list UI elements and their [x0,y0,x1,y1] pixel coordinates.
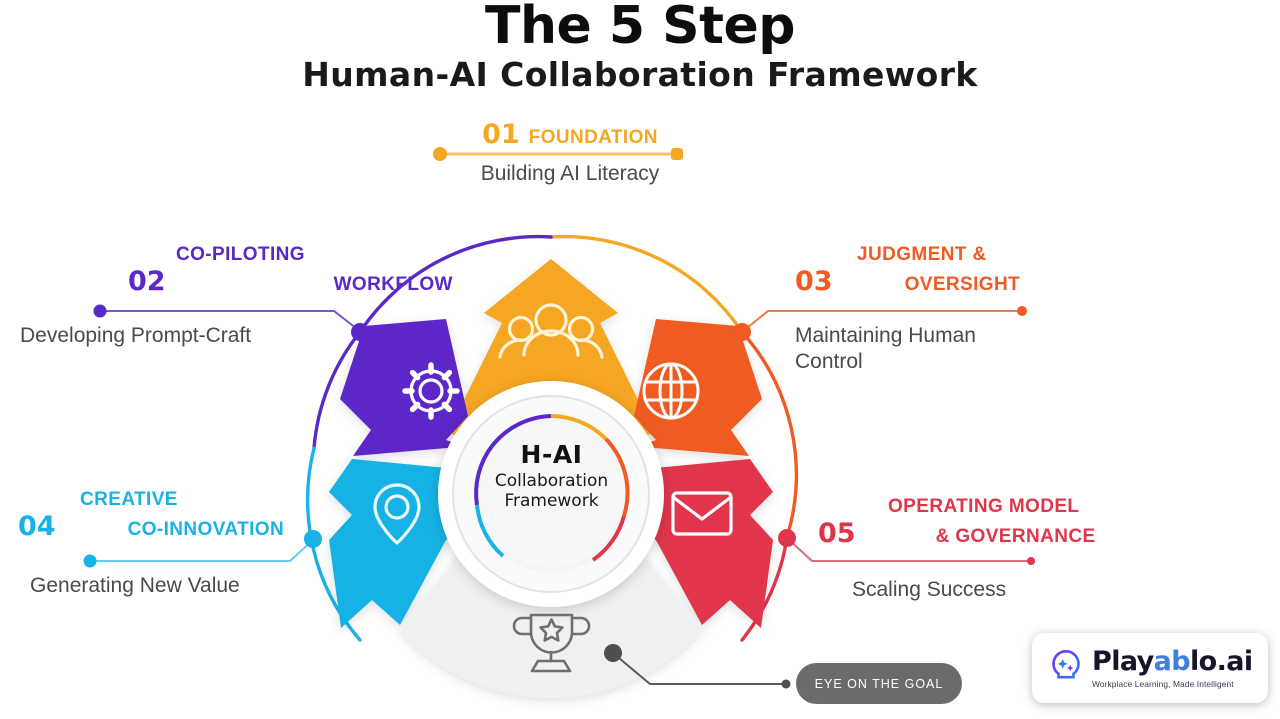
logo-word-part2: lo.ai [1190,645,1253,677]
page-subtitle: Human-AI Collaboration Framework [302,55,978,94]
step-02-description: Developing Prompt-Craft [20,324,252,347]
segment-03-judgment[interactable] [622,319,762,459]
step-04-title-line2: CO-INNOVATION [127,519,285,540]
step-04-creative-co-innovation[interactable]: CREATIVE 04 CO-INNOVATION Generating New… [18,489,348,599]
step-04-title-line1: CREATIVE [80,489,178,510]
step-01-title: FOUNDATION [528,127,658,148]
envelope-icon [671,491,733,536]
goal-badge-label: EYE ON THE GOAL [814,676,944,691]
eye-on-the-goal-badge[interactable]: EYE ON THE GOAL [796,663,962,704]
connector-goal [604,644,791,689]
globe-icon [642,362,700,420]
outer-arc-03 [740,330,799,539]
step-03-description: Maintaining Human Control [795,324,976,374]
step-05-title-line2: & GOVERNANCE [935,526,1096,547]
step-02-number: 02 [128,266,166,297]
location-pin-icon [373,483,421,545]
step-04-description: Generating New Value [30,574,240,597]
step-05-description: Scaling Success [852,578,1007,601]
connector-03 [733,306,1027,341]
step-03-title-line2: OVERSIGHT [904,274,1021,295]
step-01-description: Building AI Literacy [480,162,660,186]
gear-icon [402,362,460,420]
step-05-operating-model-governance[interactable]: OPERATING MODEL 05 & GOVERNANCE Scaling … [818,496,1138,603]
page-title: The 5 Step [485,0,795,56]
outer-arc-05 [740,535,789,642]
logo-word-ab: ab [1153,645,1191,677]
step-03-title-line1: JUDGMENT & [857,244,987,265]
connector-01 [433,147,683,161]
connector-02 [93,304,369,341]
step-01-number: 01 [482,119,520,150]
step-04-number: 04 [18,511,56,542]
connector-04 [83,530,322,568]
trophy-icon [512,613,591,673]
step-03-judgment-oversight[interactable]: JUDGMENT & 03 OVERSIGHT Maintaining Huma… [795,244,1125,376]
connector-05 [778,529,1035,565]
outer-arc-02 [358,234,553,334]
step-05-number: 05 [818,518,856,549]
logo-tagline: Workplace Learning, Made Intelligent [1092,678,1234,689]
step-02-title-line2: WORKFLOW [333,274,453,295]
hub-accent-ring [474,414,630,562]
center-hub [438,381,664,607]
logo-wordmark: Playablo.ai [1092,648,1253,675]
step-01-foundation[interactable]: 01 FOUNDATION Building AI Literacy [425,120,715,187]
outer-arc-01 [549,234,744,334]
playablo-logo-card[interactable]: Playablo.ai Workplace Learning, Made Int… [1032,633,1268,703]
logo-word-part1: Play [1092,645,1154,677]
step-05-title-line1: OPERATING MODEL [888,496,1080,517]
lightbulb-sparkle-icon [1052,649,1080,686]
step-02-copiloting-workflow[interactable]: CO-PILOTING 02 WORKFLOW Developing Promp… [18,244,452,349]
outer-arc-02b [312,330,362,450]
people-group-icon [498,303,604,359]
step-03-number: 03 [795,266,833,297]
step-02-title-line1: CO-PILOTING [176,244,305,265]
